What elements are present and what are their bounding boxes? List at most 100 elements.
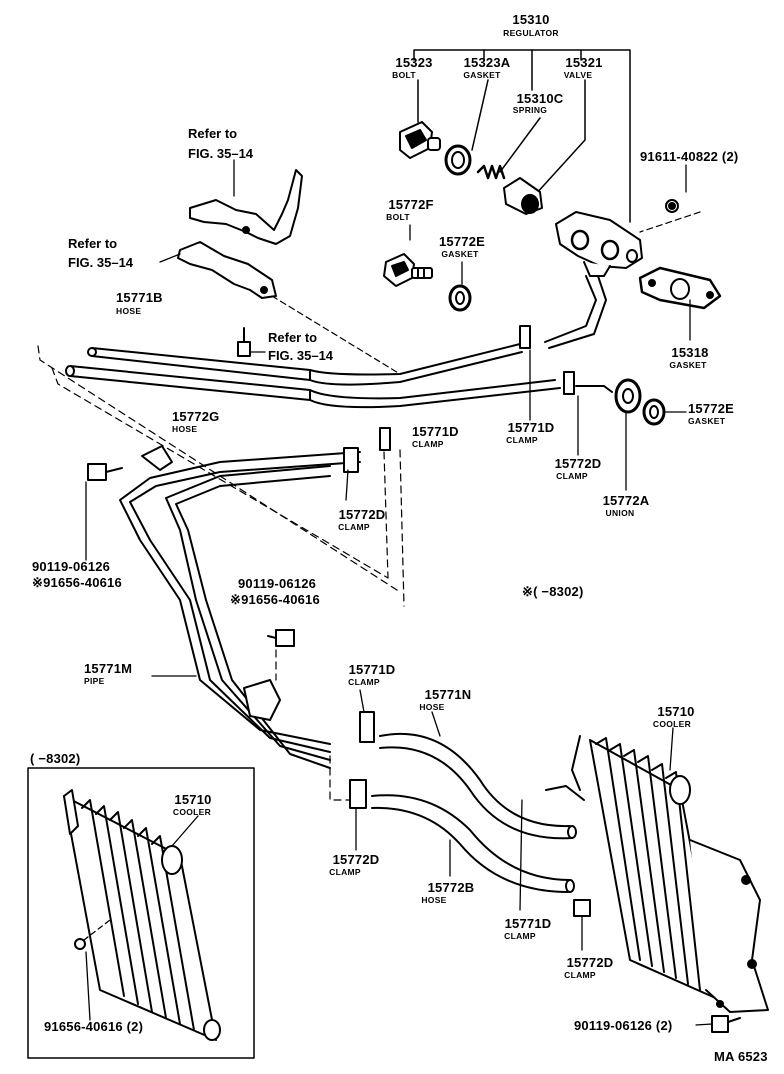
gasket-15772e-right (642, 398, 666, 426)
label-union-pn: 15772A (602, 493, 650, 508)
cooler-main (545, 735, 769, 1013)
label-hose1-nm: HOSE (116, 306, 142, 316)
label-clamp5-nm: CLAMP (348, 677, 380, 687)
label-ref2: Refer to (68, 236, 118, 251)
label-clamp1-nm: CLAMP (412, 439, 444, 449)
label-clamp6-nm: CLAMP (329, 867, 361, 877)
label-bolt3-pn: 90119-06126 (32, 559, 111, 574)
label-spring-nm: SPRING (512, 105, 548, 115)
label-clamp4-pn: 15772D (338, 507, 386, 522)
regulator-bracket-lines (413, 49, 631, 223)
pipe-clamps (343, 427, 391, 473)
label-cooler1-pn: 15710 (657, 704, 695, 719)
label-clamp2-nm: CLAMP (506, 435, 538, 445)
regulator-gasket (444, 144, 472, 176)
label-clamp5-pn: 15771D (348, 662, 396, 677)
label-bolt5-pn: 90119-06126 (2) (574, 1018, 673, 1033)
label-clamp7-nm: CLAMP (504, 931, 536, 941)
label-cooler1-nm: COOLER (652, 719, 692, 729)
label-gasket2-pn: 15772E (438, 234, 486, 249)
label-clamp6-pn: 15772D (332, 852, 380, 867)
label-hose4-pn: 15772B (427, 880, 475, 895)
label-valve-pn: 15321 (565, 55, 603, 70)
label-regulator-nm: REGULATOR (503, 28, 559, 38)
diagram-code: MA 6523 (714, 1049, 768, 1064)
bolt-15772f (383, 253, 433, 287)
regulator-outlet-pipe (544, 275, 607, 349)
label-gasket4-nm: GASKET (688, 416, 726, 426)
label-clamp8-pn: 15772D (566, 955, 614, 970)
clamps-top (519, 325, 575, 395)
pipe-leaders (85, 469, 349, 677)
label-clamp3-pn: 15772D (554, 456, 602, 471)
label-pipe-pn: 15771M (84, 661, 133, 676)
label-bolt4-alt: ※91656-40616 (230, 592, 320, 607)
label-bolt1-nm: BOLT (392, 70, 416, 80)
label-ref3b: FIG. 35–14 (268, 348, 334, 363)
bracket-upper (189, 169, 303, 245)
lower-hoses (349, 711, 577, 893)
union-15772a (575, 378, 642, 414)
inset-leaders (83, 815, 199, 1021)
left-bolt (87, 463, 123, 481)
small-bolt-left (237, 327, 251, 357)
label-bolt2-pn: 15772F (388, 197, 434, 212)
label-valve-nm: VALVE (563, 70, 593, 80)
regulator-valve (503, 177, 543, 215)
gasket-15772e-top (448, 284, 472, 312)
label-gasket3-nm: GASKET (669, 360, 707, 370)
label-regulator-pn: 15310 (512, 12, 550, 27)
label-gasket1-pn: 15323A (463, 55, 511, 70)
cooler-inset (63, 789, 221, 1041)
label-cooler2-pn: 15710 (174, 792, 212, 807)
label-clamp2-pn: 15771D (507, 420, 555, 435)
label-hose1-pn: 15771B (116, 290, 163, 305)
union-leaders (529, 349, 687, 491)
regulator-spring (476, 164, 506, 180)
label-clamp3-nm: CLAMP (556, 471, 588, 481)
regulator-nut (665, 199, 679, 213)
label-clamp4-nm: CLAMP (338, 522, 370, 532)
nut-dash-line (639, 211, 701, 233)
label-clamp1-pn: 15771D (412, 424, 459, 439)
label-bolt2-nm: BOLT (386, 212, 410, 222)
label-union-nm: UNION (605, 508, 635, 518)
label-hose4-nm: HOSE (421, 895, 447, 905)
label-gasket3-pn: 15318 (671, 345, 709, 360)
label-ref1b: FIG. 35–14 (188, 146, 254, 161)
label-pipe-nm: PIPE (84, 676, 105, 686)
label-hose2-pn: 15772G (172, 409, 220, 424)
label-bolt3-alt: ※91656-40616 (32, 575, 122, 590)
label-bolt1-pn: 15323 (395, 55, 433, 70)
inset-box (27, 767, 255, 1059)
label-hose2-nm: HOSE (172, 424, 198, 434)
bracket-lower (177, 241, 277, 299)
label-nut1-pn: 91611-40822 (2) (640, 149, 739, 164)
regulator-gasket-plate (638, 266, 722, 310)
label-clamp8-nm: CLAMP (564, 970, 596, 980)
dashed-routing (37, 345, 405, 801)
label-cooler2-nm: COOLER (172, 807, 212, 817)
label-ref2b: FIG. 35–14 (68, 255, 134, 270)
label-inset-title: ( −8302) (30, 751, 81, 766)
cooler-leaders (669, 727, 713, 1026)
label-spring-pn: 15310C (516, 91, 564, 106)
regulator-bolt (399, 121, 441, 159)
label-hose3-pn: 15771N (424, 687, 472, 702)
label-nut2-pn: 91656-40616 (2) (44, 1019, 144, 1034)
center-bolt (267, 629, 295, 647)
label-bolt4-pn: 90119-06126 (238, 576, 317, 591)
label-gasket1-nm: GASKET (463, 70, 501, 80)
label-gasket2-nm: GASKET (441, 249, 479, 259)
bracket-dash-line (271, 295, 401, 375)
label-ref3: Refer to (268, 330, 318, 345)
label-hose3-nm: HOSE (419, 702, 445, 712)
regulator-body (555, 211, 643, 277)
label-note: ※( −8302) (522, 584, 584, 599)
label-clamp7-pn: 15771D (504, 916, 552, 931)
regulator-leader-lines (409, 164, 691, 341)
hoses-main (65, 343, 561, 409)
cooler-bolt (711, 1015, 741, 1033)
